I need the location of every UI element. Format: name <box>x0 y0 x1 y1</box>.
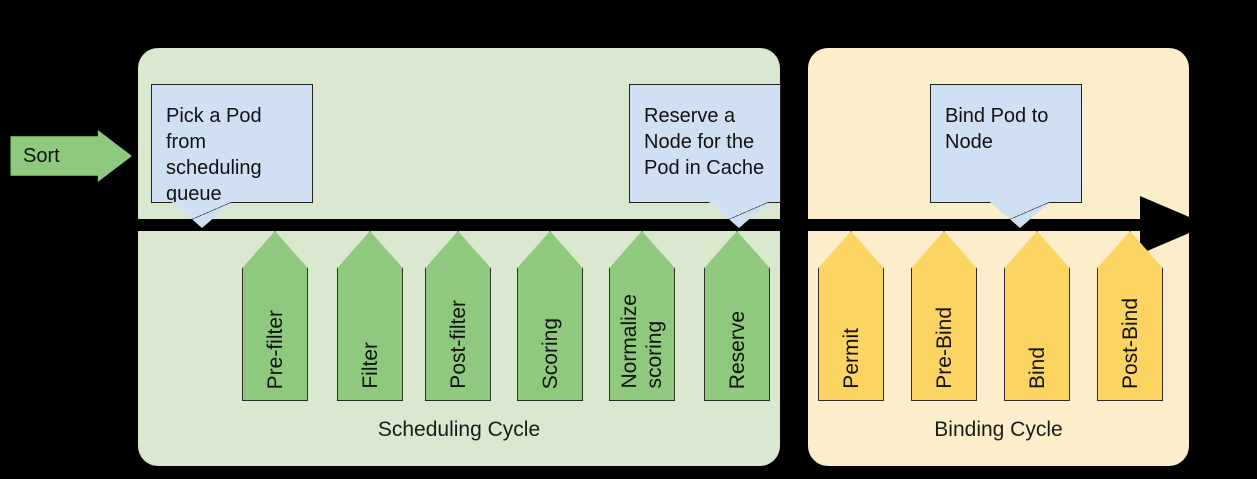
phase-reserve[interactable]: Reserve <box>704 231 770 401</box>
phase-bind[interactable]: Bind <box>1004 231 1070 401</box>
phase-label-wrap: Bind <box>1004 347 1070 389</box>
timeline-arrow-head-icon <box>1140 196 1208 254</box>
phase-shape <box>704 231 770 401</box>
phase-shape <box>911 231 977 401</box>
binding-cycle-label: Binding Cycle <box>934 418 1063 441</box>
phase-post-bind[interactable]: Post-Bind <box>1097 231 1163 401</box>
callout-pick-pod: Pick a Pod from scheduling queue <box>151 84 313 228</box>
phase-label: Scoring <box>538 317 562 389</box>
phase-label: Permit <box>839 328 863 389</box>
sort-label: Sort <box>23 145 60 167</box>
sort-entry-arrow[interactable]: Sort <box>10 130 132 182</box>
phase-label: Post-filter <box>446 300 470 389</box>
phase-pre-bind[interactable]: Pre-Bind <box>911 231 977 401</box>
phase-shape <box>818 231 884 401</box>
phase-label: Pre-Bind <box>932 307 956 389</box>
phase-label-wrap: Pre-filter <box>242 310 308 389</box>
phase-label: Normalize scoring <box>618 294 666 389</box>
phase-filter[interactable]: Filter <box>337 231 403 401</box>
phase-label-wrap: Reserve <box>704 311 770 389</box>
phase-normalize-scoring[interactable]: Normalize scoring <box>609 231 675 401</box>
timeline-bar-scheduling <box>138 219 780 231</box>
phase-label: Bind <box>1025 346 1049 389</box>
phase-pre-filter[interactable]: Pre-filter <box>242 231 308 401</box>
phase-permit[interactable]: Permit <box>818 231 884 401</box>
scheduling-cycle-label: Scheduling Cycle <box>377 418 541 441</box>
phase-label-wrap: Scoring <box>517 318 583 389</box>
callout-text: Reserve a Node for the Pod in Cache <box>644 105 765 179</box>
phase-shape <box>242 231 308 401</box>
callout-reserve-node: Reserve a Node for the Pod in Cache <box>629 84 781 228</box>
phase-label: Pre-filter <box>263 309 287 389</box>
phase-shape <box>1097 231 1163 401</box>
phase-label-wrap: Filter <box>337 342 403 389</box>
callout-text: Bind Pod to Node <box>945 105 1049 153</box>
phase-shape <box>609 231 675 401</box>
phase-label-wrap: Post-Bind <box>1097 298 1163 389</box>
phase-shape <box>517 231 583 401</box>
callout-body: Pick a Pod from scheduling queue <box>151 84 313 205</box>
phase-shape <box>1004 231 1070 401</box>
phase-label-wrap: Post-filter <box>425 300 491 389</box>
callout-body: Reserve a Node for the Pod in Cache <box>629 84 781 203</box>
phase-scoring[interactable]: Scoring <box>517 231 583 401</box>
phase-label-wrap: Normalize scoring <box>609 294 675 389</box>
timeline-bar-binding <box>808 219 1148 231</box>
phase-label: Reserve <box>725 310 749 389</box>
phase-post-filter[interactable]: Post-filter <box>425 231 491 401</box>
phase-label-wrap: Pre-Bind <box>911 307 977 389</box>
phase-label-wrap: Permit <box>818 328 884 389</box>
callout-text: Pick a Pod from scheduling queue <box>166 105 262 205</box>
phase-label: Post-Bind <box>1118 297 1142 389</box>
phase-label: Filter <box>358 342 382 389</box>
phase-shape <box>337 231 403 401</box>
callout-body: Bind Pod to Node <box>930 84 1082 203</box>
phase-shape <box>425 231 491 401</box>
callout-bind-pod: Bind Pod to Node <box>930 84 1082 228</box>
